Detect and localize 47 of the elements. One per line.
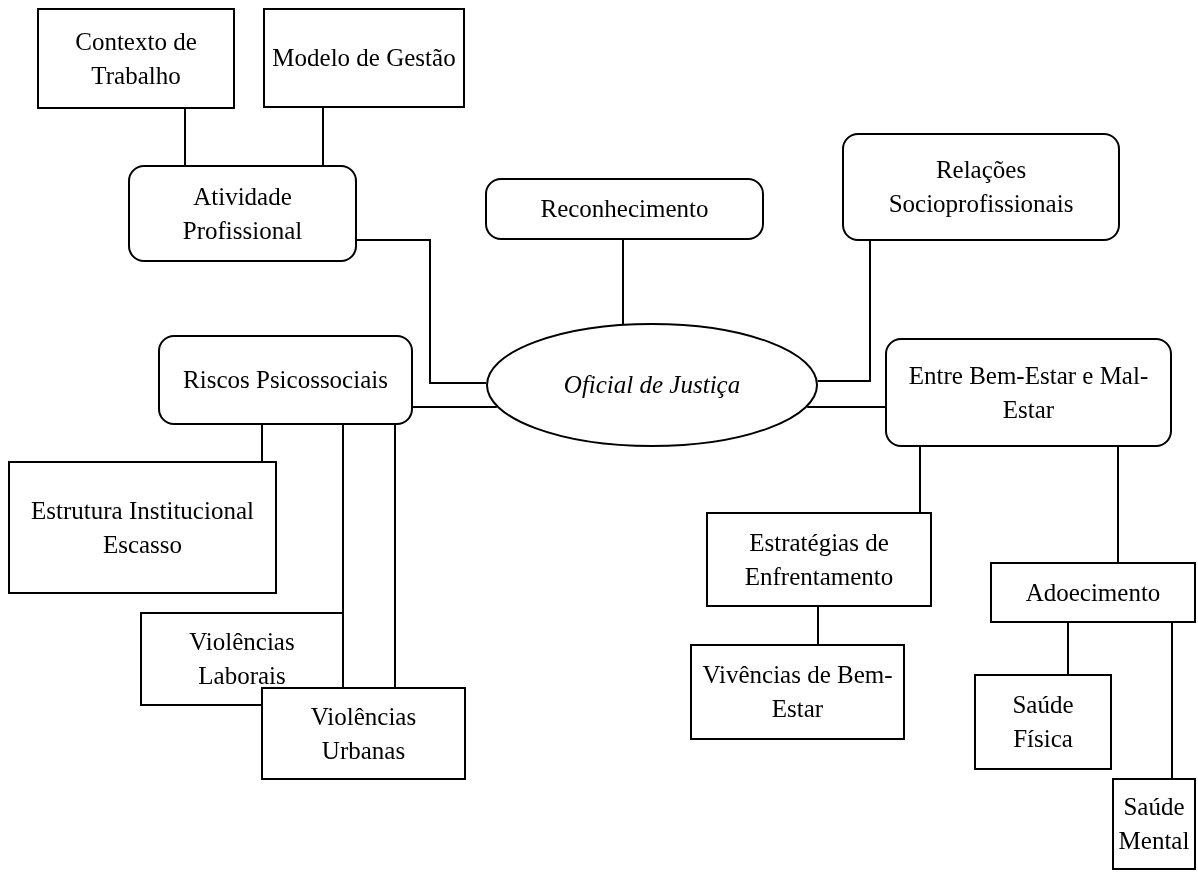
node-label: Modelo de Gestão [271,43,457,74]
node-label: Reconhecimento [539,194,710,225]
connector-line [412,406,498,408]
connector-line [1171,622,1173,779]
concept-box [261,687,466,780]
node-label: Oficial de Justiça [562,370,742,401]
central-ellipse [486,323,818,447]
node-label: Saúde Mental [1117,792,1191,856]
connector-line [919,446,921,513]
node-label: Saúde Física [1011,690,1075,754]
connector-line [356,239,488,384]
node-label: Atividade Profissional [181,181,304,246]
concept-box [8,461,277,594]
node-label: Contexto de Trabalho [74,26,198,91]
node-label: Estrutura Institucional Escasso [30,495,255,560]
node-label: Riscos Psicossociais [182,365,389,396]
connector-line [394,424,396,688]
connector-line [622,239,624,325]
concept-box [974,674,1112,770]
node-label: Estratégias de Enfrentamento [743,527,895,592]
connector-line [816,240,871,382]
concept-box [706,512,932,607]
connector-line [1117,446,1119,563]
node-label: Relações Socioprofissionais [887,155,1075,219]
concept-box [37,8,235,109]
rounded-box [128,165,357,262]
concept-box [990,562,1196,623]
connector-line [184,108,186,166]
node-label: Violências Urbanas [309,701,418,766]
concept-box [1112,778,1196,870]
connector-line [261,424,263,462]
node-label: Vivências de Bem-Estar [701,660,894,724]
rounded-box [842,133,1120,241]
node-label: Entre Bem-Estar e Mal-Estar [907,360,1150,425]
connector-line [1067,622,1069,675]
node-label: Adoecimento [1024,577,1162,608]
node-label: Violências Laborais [188,627,296,691]
concept-box [140,612,344,706]
connector-line [806,406,886,408]
connector-line [322,107,324,166]
concept-box [263,8,465,108]
connector-line [342,424,344,613]
concept-box [690,644,905,740]
rounded-box [158,335,413,425]
connector-line [817,606,819,645]
rounded-box [485,178,764,240]
rounded-box [885,338,1172,447]
